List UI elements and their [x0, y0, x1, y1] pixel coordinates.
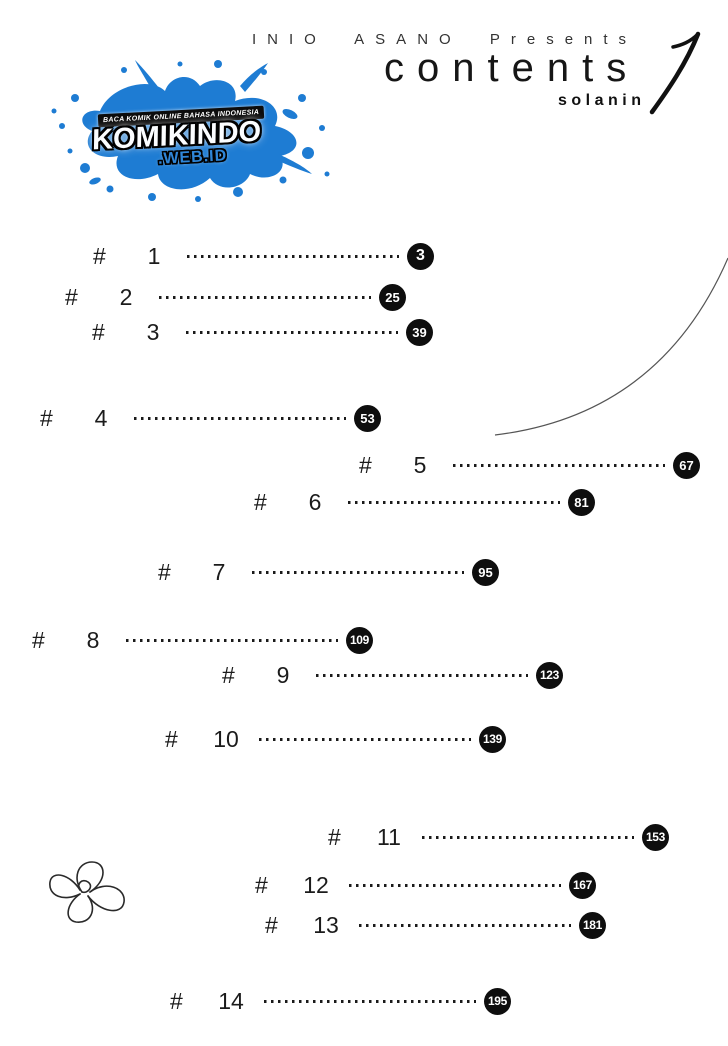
toc-row: # 6 81: [254, 487, 595, 517]
page-number-badge: 109: [346, 626, 373, 654]
toc-row: # 5 67: [359, 450, 700, 480]
toc-row: # 7 95: [158, 557, 499, 587]
chapter-number: 6: [308, 488, 322, 515]
hash-symbol: #: [40, 404, 53, 431]
chapter-number: 13: [313, 911, 339, 938]
page-number-badge: 167: [569, 871, 596, 899]
toc-row: # 11 153: [328, 822, 669, 852]
flower-doodle: [49, 861, 125, 923]
toc-row: # 10 139: [165, 724, 506, 754]
curve-line-decoration: [494, 257, 728, 436]
dot-leader: [349, 883, 561, 887]
dot-leader: [316, 673, 528, 677]
hash-symbol: #: [93, 242, 106, 269]
page-number-badge: 195: [484, 987, 511, 1015]
hash-symbol: #: [32, 626, 45, 653]
hash-symbol: #: [170, 987, 183, 1014]
dot-leader: [186, 330, 398, 334]
page-title: contents: [384, 46, 640, 90]
chapter-number: 8: [86, 626, 100, 653]
page-number-badge: 181: [579, 911, 606, 939]
page-number-badge: 153: [642, 823, 669, 851]
chapter-number: 2: [119, 283, 133, 310]
page-number-badge: 123: [536, 661, 563, 689]
page-number-badge: 25: [379, 283, 406, 311]
chapter-number: 10: [213, 725, 239, 752]
chapter-number: 9: [276, 661, 290, 688]
toc-row: # 4 53: [40, 403, 381, 433]
series-title: solanin: [558, 92, 646, 109]
hash-symbol: #: [359, 451, 372, 478]
page-number-badge: 53: [354, 404, 381, 432]
chapter-number: 14: [218, 987, 244, 1014]
hash-symbol: #: [254, 488, 267, 515]
hash-symbol: #: [328, 823, 341, 850]
dot-leader: [134, 416, 346, 420]
dot-leader: [264, 999, 476, 1003]
chapter-number: 3: [146, 318, 160, 345]
dot-leader: [252, 570, 464, 574]
hash-symbol: #: [92, 318, 105, 345]
page-number-badge: 39: [406, 318, 433, 346]
toc-row: # 8 109: [32, 625, 373, 655]
dot-leader: [259, 737, 471, 741]
page-number-badge: 95: [472, 558, 499, 586]
toc-row: # 13 181: [265, 910, 606, 940]
dot-leader: [159, 295, 371, 299]
chapter-number: 4: [94, 404, 108, 431]
hash-symbol: #: [158, 558, 171, 585]
hash-symbol: #: [255, 871, 268, 898]
page-number-badge: 81: [568, 488, 595, 516]
chapter-number: 12: [303, 871, 329, 898]
volume-number-glyph: [649, 31, 701, 115]
dot-leader: [422, 835, 634, 839]
dot-leader: [348, 500, 560, 504]
paint-splatter: [51, 60, 330, 202]
toc-row: # 12 167: [255, 870, 596, 900]
chapter-number: 7: [212, 558, 226, 585]
presents-line: INIO ASANO Presents: [252, 31, 638, 48]
page-number-badge: 67: [673, 451, 700, 479]
dot-leader: [187, 254, 399, 258]
chapter-number: 11: [377, 823, 401, 850]
dot-leader: [359, 923, 571, 927]
page-number-badge: 139: [479, 725, 506, 753]
dot-leader: [126, 638, 338, 642]
hash-symbol: #: [222, 661, 235, 688]
toc-row: # 2 25: [65, 282, 406, 312]
hash-symbol: #: [165, 725, 178, 752]
chapter-number: 1: [147, 242, 161, 269]
chapter-number: 5: [413, 451, 427, 478]
dot-leader: [453, 463, 665, 467]
hash-symbol: #: [65, 283, 78, 310]
toc-row: # 3 39: [92, 317, 433, 347]
page-number-badge: 3: [407, 242, 434, 270]
toc-row: # 9 123: [222, 660, 563, 690]
hash-symbol: #: [265, 911, 278, 938]
toc-row: # 1 3: [93, 241, 434, 271]
toc-row: # 14 195: [170, 986, 511, 1016]
